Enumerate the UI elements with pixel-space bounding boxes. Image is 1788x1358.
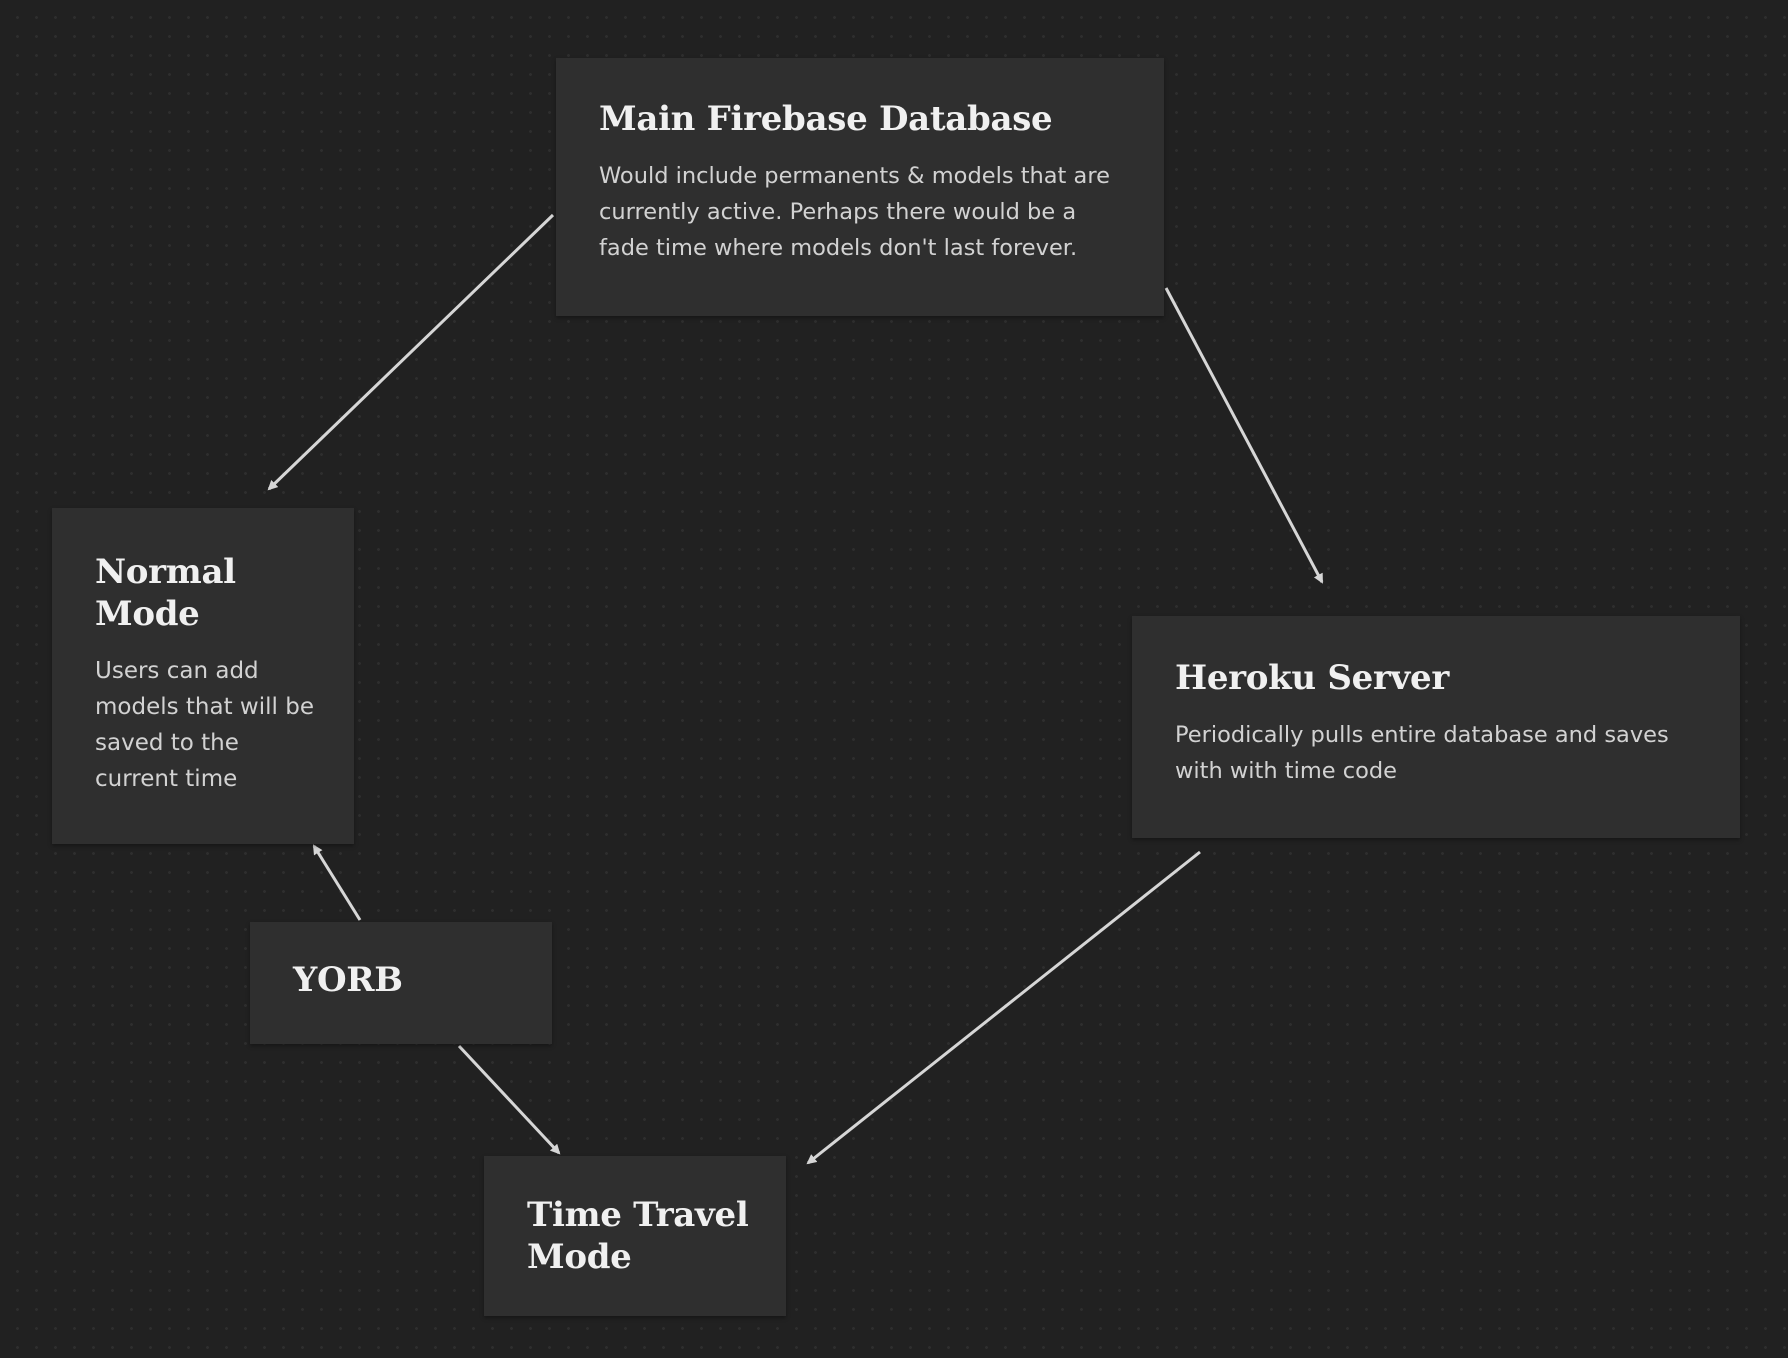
node-normal-mode[interactable]: Normal Mode Users can add models that wi…	[52, 508, 354, 844]
node-title: Normal Mode	[95, 552, 236, 634]
node-description: Would include permanents & models that a…	[599, 163, 1110, 261]
node-title: Time Travel Mode	[527, 1195, 749, 1277]
arrow-heroku-to-time-travel	[806, 850, 1201, 1165]
node-title: Heroku Server	[1175, 658, 1449, 698]
arrow-yorb-to-time-travel	[457, 1044, 561, 1155]
node-title: YORB	[293, 960, 403, 1000]
node-description: Periodically pulls entire database and s…	[1175, 722, 1669, 784]
arrow-yorb-to-normal-mode	[312, 844, 362, 921]
arrow-main-db-to-normal-mode	[267, 213, 555, 491]
arrow-main-db-to-heroku	[1164, 287, 1324, 584]
node-heroku-server[interactable]: Heroku Server Periodically pulls entire …	[1132, 616, 1740, 838]
node-time-travel-mode[interactable]: Time Travel Mode	[484, 1156, 786, 1316]
node-main-firebase-database[interactable]: Main Firebase Database Would include per…	[556, 58, 1164, 316]
node-description: Users can add models that will be saved …	[95, 658, 314, 792]
node-title: Main Firebase Database	[599, 99, 1053, 139]
node-yorb[interactable]: YORB	[250, 922, 552, 1044]
